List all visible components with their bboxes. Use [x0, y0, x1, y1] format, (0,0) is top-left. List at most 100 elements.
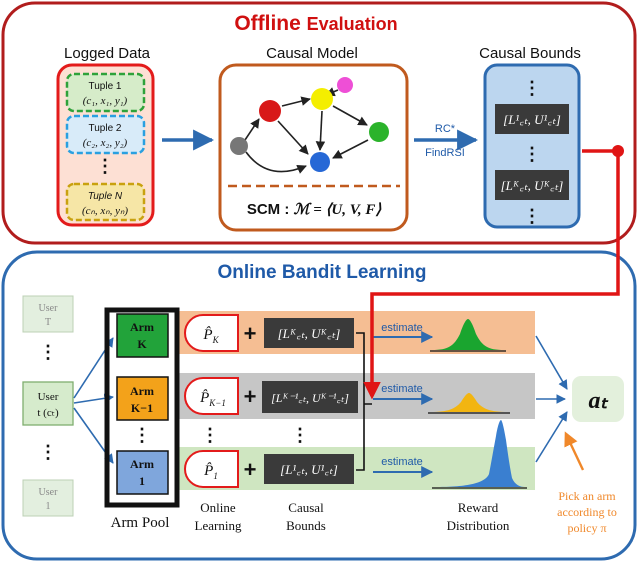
- bound-bottom-box: [495, 170, 569, 200]
- scm-text: SCM : ℳ = ⟨U, V, F⟩: [247, 201, 382, 218]
- causal-bounds-label-2: Bounds: [286, 518, 326, 533]
- scm-prefix: SCM :: [247, 201, 290, 218]
- user-1-index: 1: [46, 501, 51, 512]
- bound-bottom-text: [Lᴷ꜀ₜ, Uᴷ꜀ₜ]: [501, 178, 564, 193]
- online-dots-2: ⋮: [291, 425, 309, 445]
- output-box: [572, 376, 624, 422]
- rc-label: RC*: [435, 123, 456, 135]
- edge-red-yellow: [281, 96, 311, 107]
- estimate-label-k: estimate: [381, 322, 423, 334]
- tuple-1-value: (c₁, x₁, y₁): [83, 95, 128, 107]
- node-blue: [310, 152, 330, 172]
- p-hat-1-capsule: [184, 450, 239, 488]
- online-bound-1: [L¹꜀ₜ, U¹꜀ₜ]: [280, 462, 338, 477]
- arm-1-label: Arm: [130, 457, 154, 471]
- scm-formula: ℳ = ⟨U, V, F⟩: [293, 202, 381, 218]
- online-bound-k: [Lᴷ꜀ₜ, Uᴷ꜀ₜ]: [278, 326, 341, 341]
- tuple-n-value: (cₙ, xₙ, yₙ): [82, 205, 128, 217]
- p-hat-k1-capsule: [184, 377, 239, 415]
- tuple-2-label: Tuple 2: [89, 123, 122, 134]
- online-bound-k-box: [264, 318, 354, 348]
- tuple-n-label: Tuple N: [88, 191, 123, 202]
- red-connector-line: [363, 149, 620, 400]
- causal-model-title: Causal Model: [266, 45, 358, 62]
- reward-distribution-label-2: Distribution: [447, 518, 510, 533]
- arm-k-label: Arm: [130, 320, 154, 334]
- p-hat-1: P̂1: [203, 463, 218, 481]
- user-t-box: [22, 295, 74, 333]
- node-yellow: [311, 88, 333, 110]
- arm-pool-frame: [104, 307, 180, 508]
- output-label: aₜ: [588, 388, 608, 414]
- bounds-join-bracket: [356, 332, 372, 471]
- causal-bounds-label-1: Causal: [288, 500, 324, 515]
- pick-note-3: policy π: [567, 521, 606, 535]
- p-hat-1-symbol: P̂: [203, 463, 213, 479]
- tuple-n-box: [65, 182, 146, 222]
- tuple-1-box: [65, 72, 146, 113]
- logged-data-title: Logged Data: [64, 45, 151, 62]
- reward-peak-k1: [430, 393, 508, 412]
- bounds-dots-bottom: ⋮: [523, 206, 541, 226]
- plus-k: +: [244, 321, 257, 346]
- user-1-label: User: [39, 487, 59, 498]
- online-title: Online Bandit Learning: [217, 262, 426, 283]
- plus-k1: +: [244, 384, 257, 409]
- offline-title: Offline Evaluation: [234, 12, 397, 35]
- p-hat-k-capsule: [184, 314, 239, 352]
- online-learning-label-2: Learning: [195, 518, 242, 533]
- user-dots-top: ⋮: [39, 342, 57, 362]
- policy-arrow: [564, 431, 585, 471]
- online-bound-1-box: [264, 454, 354, 484]
- reward-peak-k: [432, 319, 504, 350]
- to-output-arrow-1: [535, 411, 568, 463]
- node-green: [369, 122, 389, 142]
- user-1-box: [22, 479, 74, 517]
- p-hat-k-symbol: P̂: [202, 327, 212, 343]
- user-current-index: t (cₜ): [37, 407, 59, 419]
- edge-gray-blue: [245, 151, 307, 174]
- tuple-dots: ⋮: [96, 156, 114, 176]
- arm-k1-box: [116, 376, 169, 421]
- p-hat-k1-symbol: P̂: [199, 390, 209, 406]
- evaluation-title-word: Evaluation: [307, 14, 398, 34]
- online-learning-label-1: Online: [200, 500, 236, 515]
- online-bound-k1-box: [262, 381, 358, 413]
- offline-title-word: Offline: [234, 12, 301, 35]
- p-hat-k-sub: K: [212, 335, 220, 345]
- findrsi-label: FindRSI: [425, 147, 465, 159]
- tuple-2-box: [65, 114, 146, 155]
- p-hat-1-sub: 1: [213, 471, 218, 481]
- arm-k1-sub: K−1: [131, 401, 153, 415]
- user-current-label: User: [38, 391, 59, 403]
- arm-dots: ⋮: [133, 425, 151, 445]
- bound-top-box: [495, 104, 569, 134]
- bounds-dots-mid: ⋮: [523, 144, 541, 164]
- node-pink: [337, 77, 353, 93]
- arm-k-sub: K: [137, 337, 147, 351]
- node-red: [259, 100, 281, 122]
- arm-pool-label: Arm Pool: [111, 515, 170, 531]
- user-t-index: T: [45, 317, 51, 328]
- pick-note-1: Pick an arm: [558, 489, 616, 503]
- bounds-dots-top: ⋮: [523, 78, 541, 98]
- p-hat-k1: P̂K−1: [199, 390, 226, 408]
- estimate-label-1: estimate: [381, 456, 423, 468]
- reward-peak-1: [434, 420, 525, 487]
- edge-yellow-blue: [315, 110, 326, 151]
- user-dots-bottom: ⋮: [39, 442, 57, 462]
- tuple-1-label: Tuple 1: [89, 81, 122, 92]
- arm-1-box: [116, 450, 169, 495]
- edge-gray-red: [244, 118, 260, 141]
- arm-1-sub: 1: [139, 474, 145, 488]
- node-gray: [230, 137, 248, 155]
- tuple-2-value: (c₂, x₂, y₂): [83, 137, 128, 149]
- estimate-label-k1: estimate: [381, 383, 423, 395]
- arm-k1-label: Arm: [130, 384, 154, 398]
- edge-yellow-green: [332, 105, 368, 126]
- bound-top-text: [L¹꜀ₜ, U¹꜀ₜ]: [503, 112, 561, 127]
- causal-bounds-title: Causal Bounds: [479, 45, 581, 62]
- p-hat-k: P̂K: [202, 327, 219, 345]
- edge-green-blue: [332, 139, 369, 159]
